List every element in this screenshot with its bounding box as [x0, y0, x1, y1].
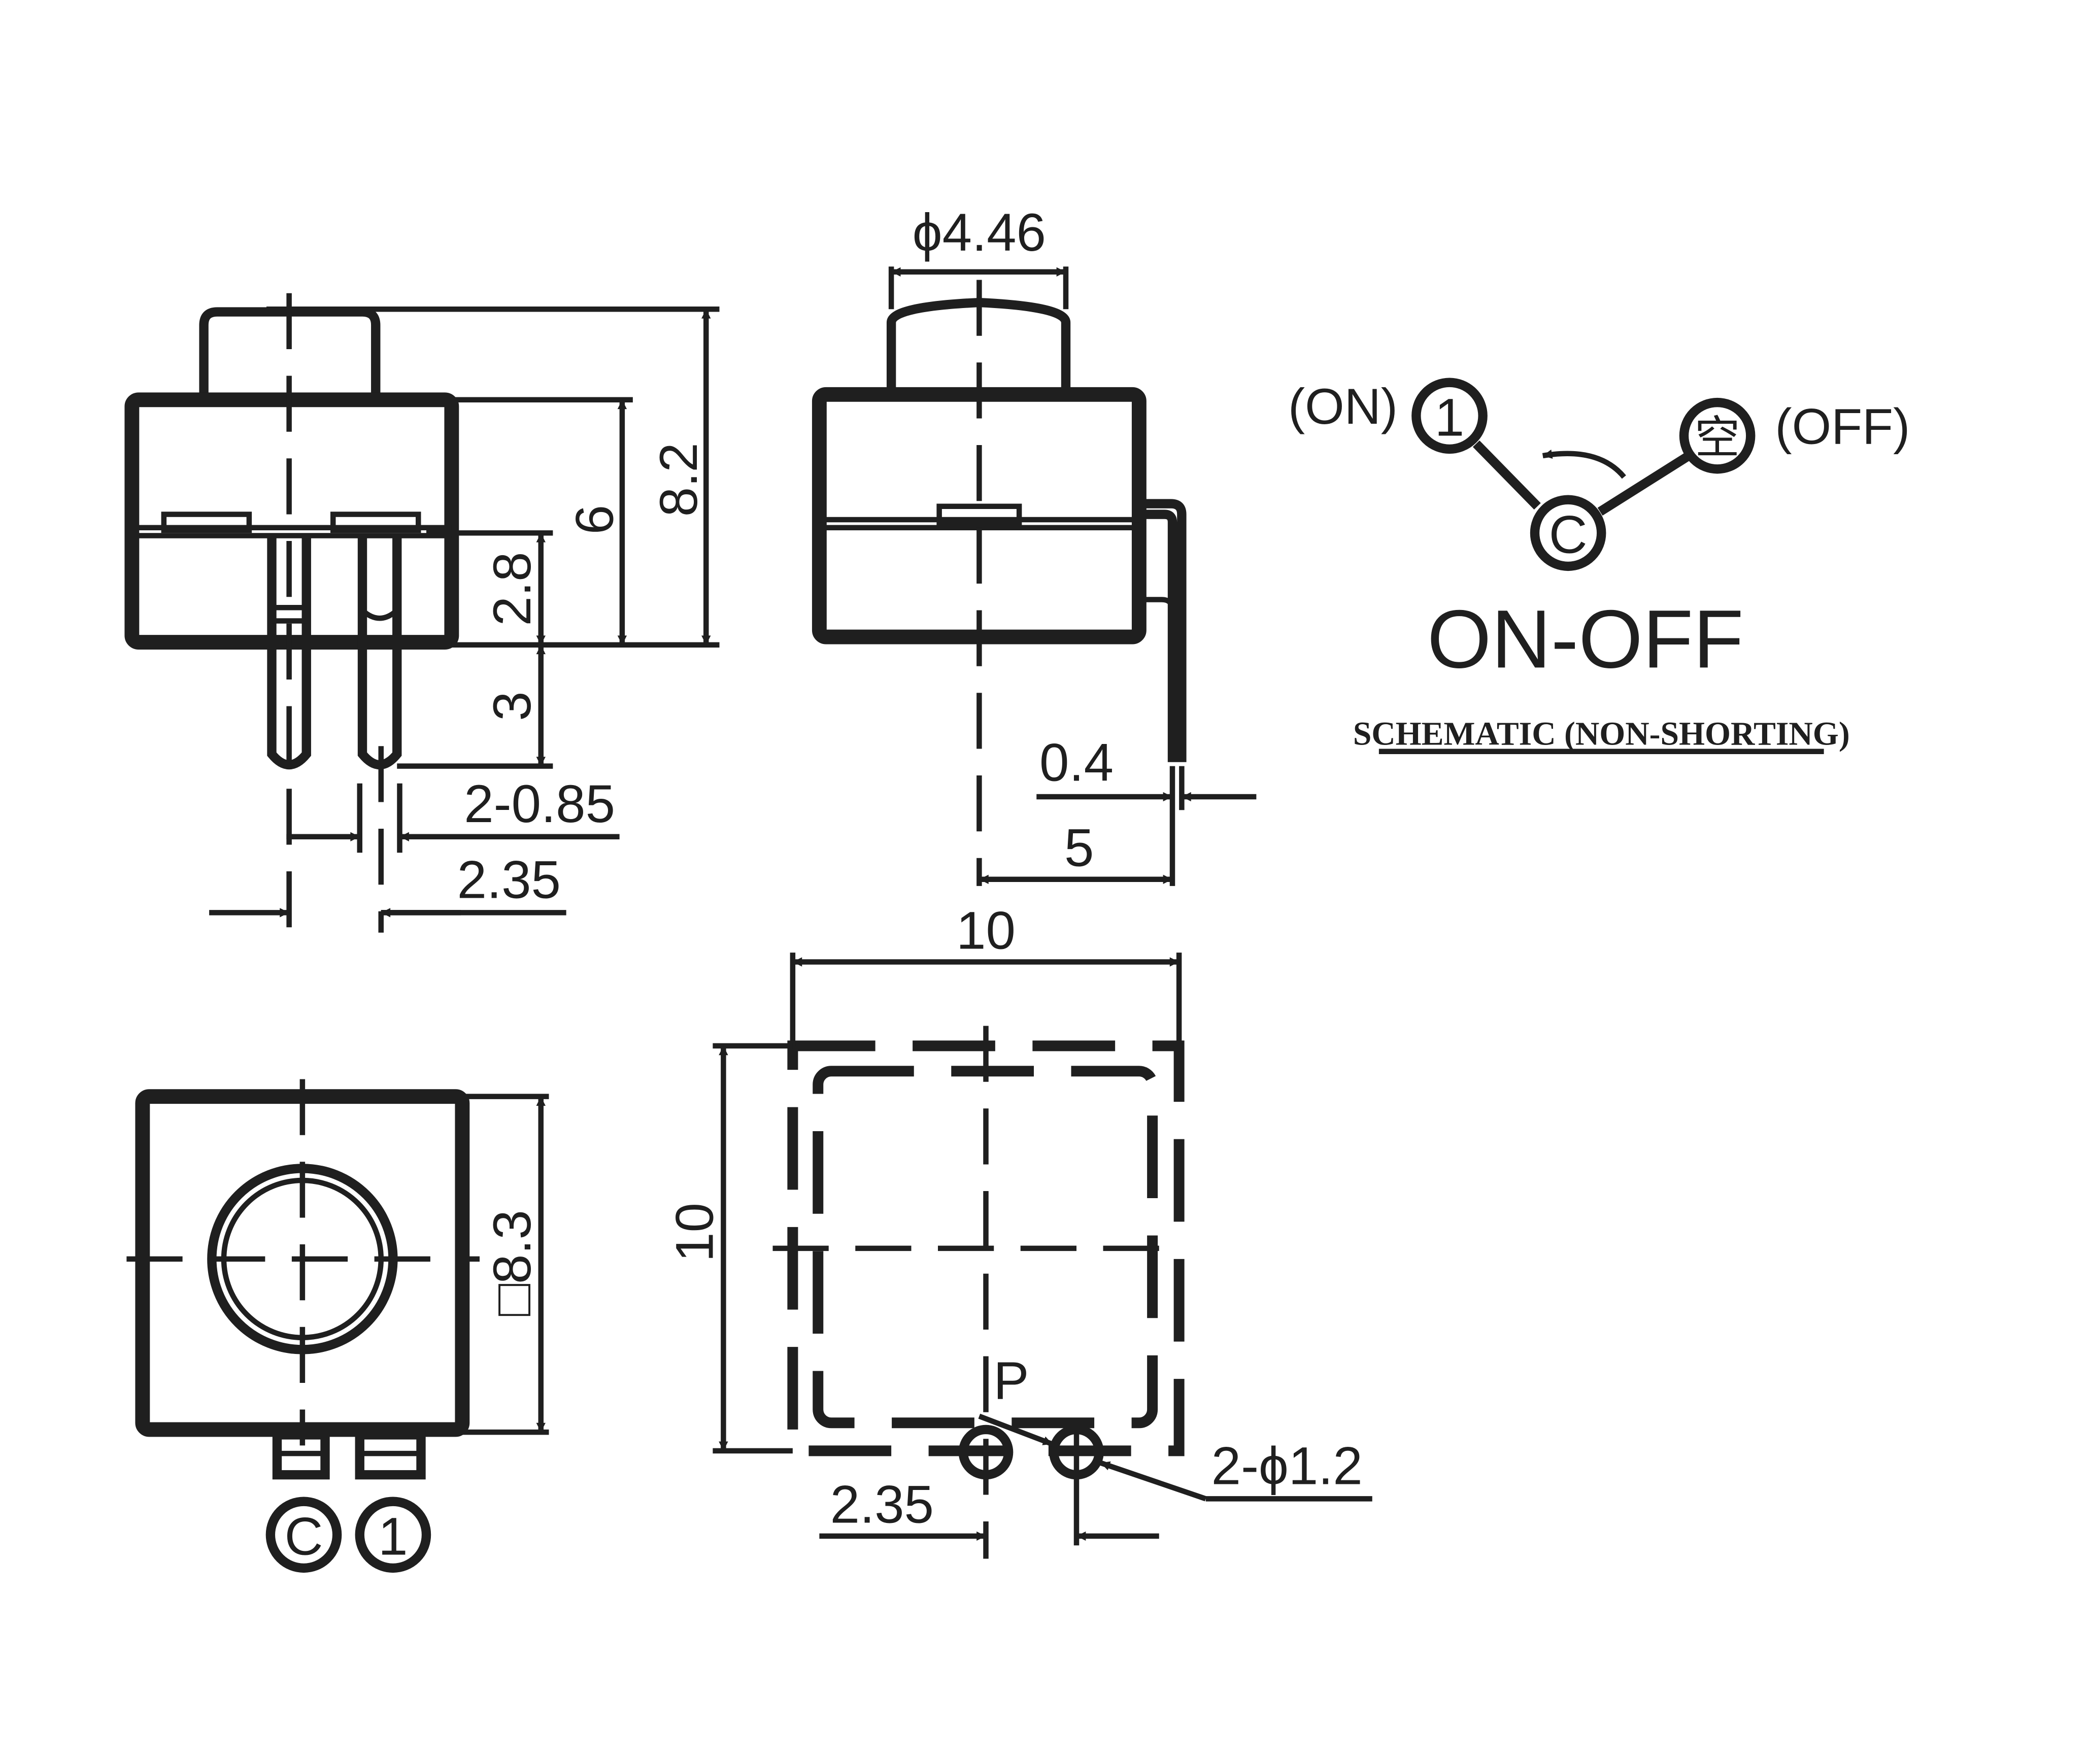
schematic-terminal-off — [1679, 397, 1756, 474]
front-body — [812, 387, 1147, 644]
dim-total-height: 8.2 — [649, 443, 709, 517]
dim-body-size: □8.3 — [483, 1210, 542, 1316]
schematic-title: ON-OFF — [1427, 593, 1744, 685]
top-terminal-common — [265, 1497, 342, 1573]
top-terminal-one — [355, 1497, 431, 1573]
schematic-label-on: (ON) — [1288, 379, 1398, 435]
dim-footprint-pitch: 2.35 — [830, 1475, 934, 1535]
dim-pin-pitch: 2.35 — [457, 851, 561, 910]
dim-body-height: 6 — [565, 505, 625, 534]
dim-pin-length: 3 — [483, 691, 542, 721]
schematic-terminal-common — [1530, 495, 1606, 571]
dim-pin-width: 2-0.85 — [464, 774, 615, 834]
footprint-view: P 10 10 2-ϕ1.2 2.35 — [665, 901, 1372, 1559]
schematic-terminal-one — [1411, 378, 1488, 454]
schematic-label-off: (OFF) — [1775, 398, 1910, 455]
dim-footprint-height: 10 — [665, 1203, 724, 1262]
top-button-outer — [207, 1164, 398, 1354]
dim-pin-thickness: 0.4 — [1039, 733, 1114, 793]
side-pin-one — [357, 535, 402, 770]
dim-pin-offset: 5 — [1064, 819, 1094, 878]
top-view: C 1 □8.3 — [126, 1079, 549, 1573]
dim-lower-body: 2.8 — [483, 552, 542, 626]
top-button-inner — [221, 1177, 384, 1340]
dim-holes: 2-ϕ1.2 — [1211, 1437, 1363, 1496]
schematic: (ON) 1 C 空 (OFF) ON-OFF SCHEMATIC (NON-S… — [1288, 378, 1910, 754]
top-terminal-one-label: 1 — [378, 1507, 408, 1567]
dim-footprint-width: 10 — [956, 901, 1016, 960]
side-view: 8.2 6 2.8 3 2-0.85 2.35 — [124, 293, 720, 933]
schematic-subtitle: SCHEMATIC (NON-SHORTING) — [1353, 716, 1850, 753]
top-terminal-common-label: C — [285, 1507, 323, 1567]
side-pin-common — [267, 535, 311, 770]
schematic-terminal-off-label: 空 — [1695, 412, 1740, 463]
schematic-terminal-common-label: C — [1549, 505, 1588, 565]
dim-button-diameter: ϕ4.46 — [913, 203, 1046, 262]
front-bent-pin — [1139, 499, 1187, 762]
front-view: ϕ4.46 0.4 5 — [812, 203, 1257, 886]
footprint-pin-label: P — [993, 1351, 1029, 1411]
schematic-terminal-one-label: 1 — [1435, 388, 1464, 448]
